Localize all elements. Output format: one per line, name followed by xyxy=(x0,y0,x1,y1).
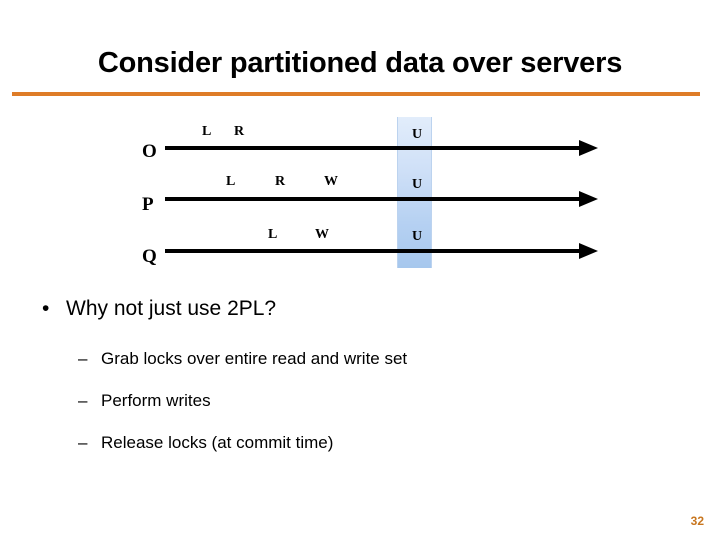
timeline-arrowhead-q xyxy=(579,243,598,259)
op-p-3: U xyxy=(412,177,423,192)
list-item: –Perform writes xyxy=(78,390,211,412)
page-number: 32 xyxy=(690,514,704,528)
timeline-arrowhead-p xyxy=(579,191,598,207)
dash-marker-icon: – xyxy=(78,433,88,452)
timeline-axis-o xyxy=(165,146,583,150)
dash-marker-icon: – xyxy=(78,349,88,368)
op-p-0: L xyxy=(226,174,236,189)
sub-bullet-text-release-locks: Release locks (at commit time) xyxy=(101,433,334,452)
op-q-0: L xyxy=(268,227,278,242)
op-o-0: L xyxy=(202,124,212,139)
op-q-2: U xyxy=(412,229,423,244)
op-o-2: U xyxy=(412,127,423,142)
timeline-arrowhead-o xyxy=(579,140,598,156)
timeline-diagram: O L R U P L R W U Q L W U xyxy=(0,110,720,280)
sub-bullet-text-perform-writes: Perform writes xyxy=(101,391,211,410)
bullet-item-2pl: • Why not just use 2PL? xyxy=(42,296,276,322)
op-p-1: R xyxy=(275,174,286,189)
list-item: –Grab locks over entire read and write s… xyxy=(78,348,407,370)
op-q-1: W xyxy=(315,227,330,242)
timeline-axis-q xyxy=(165,249,583,253)
op-p-2: W xyxy=(324,174,339,189)
bullet-text-2pl: Why not just use 2PL? xyxy=(66,297,277,320)
bullet-marker-icon: • xyxy=(42,297,50,320)
timeline-axis-p xyxy=(165,197,583,201)
page-title: Consider partitioned data over servers xyxy=(97,47,623,79)
sub-bullet-text-grab-locks: Grab locks over entire read and write se… xyxy=(101,349,408,368)
commit-window-highlight xyxy=(397,117,432,268)
timeline-label-o: O xyxy=(142,141,157,162)
timeline-label-p: P xyxy=(142,194,154,215)
timeline-label-q: Q xyxy=(142,246,157,267)
title-divider xyxy=(12,92,700,96)
list-item: –Release locks (at commit time) xyxy=(78,432,333,454)
op-o-1: R xyxy=(234,124,245,139)
dash-marker-icon: – xyxy=(78,391,88,410)
